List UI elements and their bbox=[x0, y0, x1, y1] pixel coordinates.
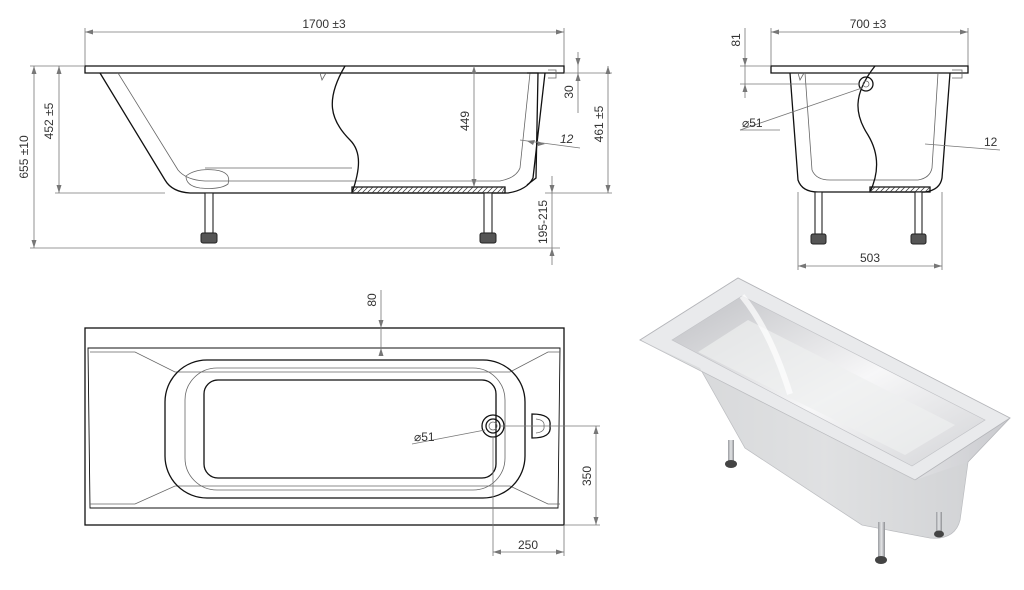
end-width-label: 700 ±3 bbox=[850, 17, 887, 31]
end-wall-thickness-label: 12 bbox=[984, 135, 998, 149]
inner-depth-label: 449 bbox=[458, 111, 472, 131]
end-view: 700 ±3 81 ⌀51 12 503 bbox=[729, 17, 1001, 270]
top-rim-offset-label: 80 bbox=[365, 293, 379, 307]
outer-height-label: 461 ±5 bbox=[592, 105, 606, 142]
tub-height-label: 452 ±5 bbox=[42, 102, 56, 139]
drain-from-end-label: 250 bbox=[518, 538, 538, 552]
bathtub-3d-render bbox=[639, 277, 1011, 564]
end-section-hatching bbox=[869, 186, 931, 193]
drain-from-side-label: 350 bbox=[580, 466, 594, 486]
rim-height-label: 81 bbox=[729, 33, 743, 47]
leg-height-label: 195-215 bbox=[536, 200, 550, 244]
overall-length-label: 1700 ±3 bbox=[302, 17, 346, 31]
top-view: 80 ⌀51 350 250 bbox=[84, 290, 600, 556]
side-view: 1700 ±3 655 ±10 45 bbox=[17, 17, 612, 265]
total-height-label: 655 ±10 bbox=[17, 135, 31, 179]
top-drain-diameter-label: ⌀51 bbox=[414, 430, 435, 444]
wall-thickness-label: 12 bbox=[560, 132, 574, 146]
end-drain-diameter-label: ⌀51 bbox=[742, 116, 763, 130]
rim-offset-label: 30 bbox=[562, 85, 576, 99]
base-width-label: 503 bbox=[860, 251, 880, 265]
section-hatching bbox=[351, 186, 506, 194]
